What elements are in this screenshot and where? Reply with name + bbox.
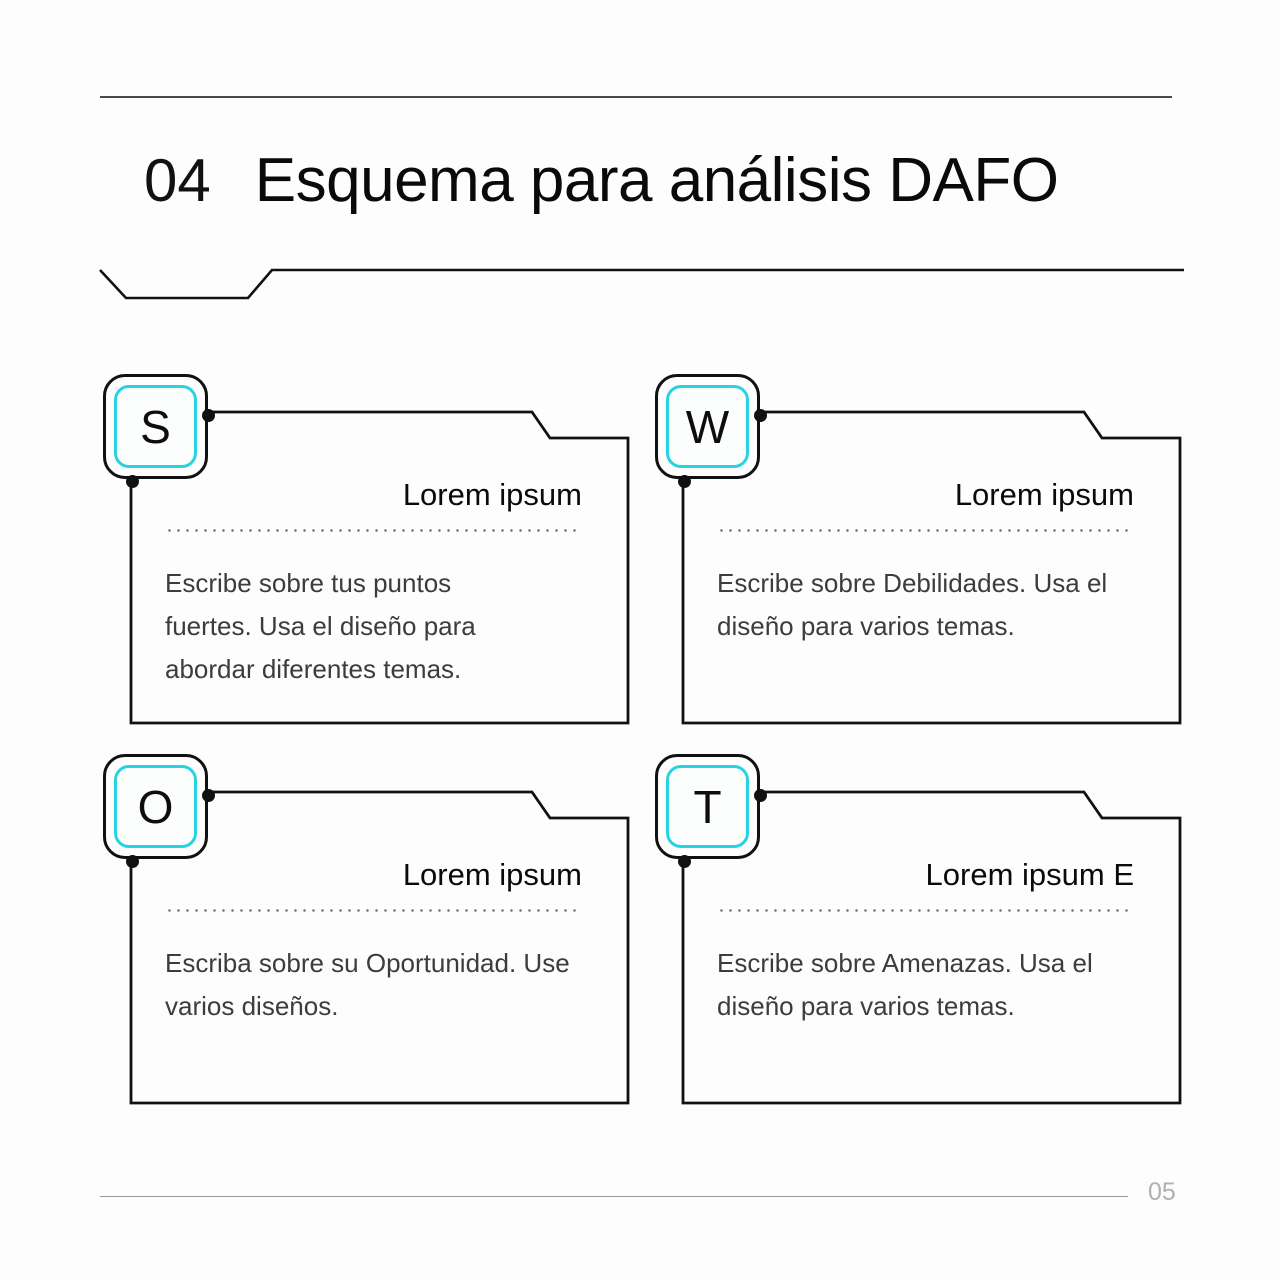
card-heading-t: Lorem ipsum E (925, 857, 1134, 892)
badge-inner-o: O (114, 765, 197, 848)
card-text-o: Escriba sobre su Oportunidad. Use varios… (165, 947, 570, 1021)
badge-o[interactable]: O (103, 754, 208, 859)
section-title: Esquema para análisis DAFO (254, 146, 1059, 215)
section-number: 04 (144, 147, 211, 214)
card-heading-w: Lorem ipsum (954, 477, 1134, 512)
footer-rule (100, 1196, 1128, 1197)
card-dotted-divider-s (165, 528, 582, 532)
badge-w[interactable]: W (655, 374, 760, 479)
card-dotted-divider-o (165, 908, 582, 912)
badge-letter-o: O (137, 780, 174, 833)
connector-dot-right-w (754, 409, 767, 422)
connector-dot-bottom-o (126, 855, 139, 868)
card-dotted-divider-w (717, 528, 1134, 532)
badge-letter-s: S (140, 400, 171, 453)
quadrant-card-s[interactable]: S Lorem ipsum Escribe sobre tus puntos f… (95, 365, 630, 725)
card-heading-s: Lorem ipsum (402, 477, 582, 512)
connector-dot-right-o (202, 789, 215, 802)
card-dotted-divider-t (717, 908, 1134, 912)
badge-letter-w: W (685, 400, 730, 453)
card-body-t: Lorem ipsum E Escribe sobre Amenazas. Us… (684, 857, 1146, 1028)
card-text-t: Escribe sobre Amenazas. Usa el diseño pa… (717, 947, 1093, 1021)
card-body-o: Lorem ipsum Escriba sobre su Oportunidad… (132, 857, 594, 1028)
header-notch-divider (99, 268, 1184, 300)
connector-dot-bottom-s (126, 475, 139, 488)
page-title: 04 Esquema para análisis DAFO (144, 146, 1059, 215)
page-number: 05 (1148, 1178, 1176, 1206)
card-body-w: Lorem ipsum Escribe sobre Debilidades. U… (684, 477, 1146, 648)
quadrant-card-t[interactable]: T Lorem ipsum E Escribe sobre Amenazas. … (647, 745, 1182, 1105)
card-text-s: Escribe sobre tus puntos fuertes. Usa el… (165, 567, 476, 684)
card-heading-o: Lorem ipsum (402, 857, 582, 892)
card-body-s: Lorem ipsum Escribe sobre tus puntos fue… (132, 477, 594, 691)
quadrant-card-o[interactable]: O Lorem ipsum Escriba sobre su Oportunid… (95, 745, 630, 1105)
badge-inner-t: T (666, 765, 749, 848)
connector-dot-right-s (202, 409, 215, 422)
badge-inner-s: S (114, 385, 197, 468)
badge-inner-w: W (666, 385, 749, 468)
badge-letter-t: T (693, 780, 722, 833)
card-text-w: Escribe sobre Debilidades. Usa el diseño… (717, 567, 1108, 641)
quadrant-card-w[interactable]: W Lorem ipsum Escribe sobre Debilidades.… (647, 365, 1182, 725)
connector-dot-bottom-t (678, 855, 691, 868)
header-top-rule (100, 96, 1172, 98)
badge-t[interactable]: T (655, 754, 760, 859)
badge-s[interactable]: S (103, 374, 208, 479)
connector-dot-right-t (754, 789, 767, 802)
connector-dot-bottom-w (678, 475, 691, 488)
